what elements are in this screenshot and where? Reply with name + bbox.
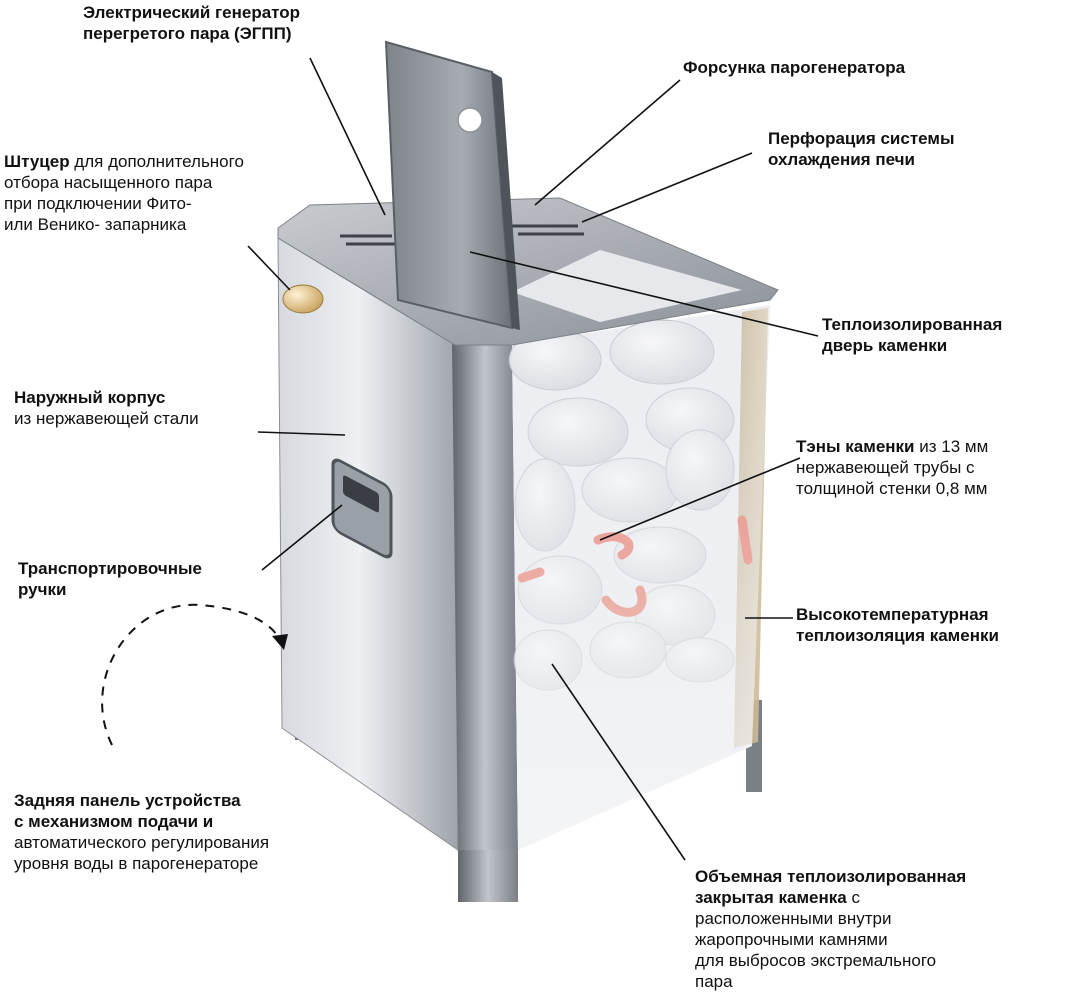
callout-text: расположенными внутри xyxy=(695,909,892,928)
callout-line: отбора насыщенного пара xyxy=(4,172,244,193)
callout-line: дверь каменки xyxy=(822,335,1002,356)
callout-text: Перфорация системы xyxy=(768,129,955,148)
callout-text: при подключении Фито- xyxy=(4,194,192,213)
callout-line: пара xyxy=(695,971,966,992)
front-corner-post xyxy=(452,340,518,850)
callout-text: Электрический генератор xyxy=(83,3,301,22)
callout-line: толщиной стенки 0,8 мм xyxy=(796,478,988,499)
callout-text: для дополнительного xyxy=(69,152,244,171)
callout-egpp: Электрический генератор перегретого пара … xyxy=(83,2,300,44)
callout-line: жаропрочными камнями xyxy=(695,929,966,950)
callout-line: ручки xyxy=(18,579,202,600)
door-knob xyxy=(457,107,483,133)
callout-text: дверь каменки xyxy=(822,336,948,355)
transport-handle xyxy=(331,458,393,559)
callout-line: теплоизоляция каменки xyxy=(796,625,999,646)
callout-line: Штуцер для дополнительного xyxy=(4,151,244,172)
callout-line: Транспортировочные xyxy=(18,558,202,579)
callout-line: Теплоизолированная xyxy=(822,314,1002,335)
callout-line: нержавеющей трубы с xyxy=(796,457,988,478)
callout-text: Наружный корпус xyxy=(14,388,166,407)
callout-line: автоматического регулирования xyxy=(14,832,269,853)
callout-text: Форсунка парогенератора xyxy=(683,58,906,77)
callout-text: из нержавеющей стали xyxy=(14,409,199,428)
callout-text: автоматического регулирования xyxy=(14,833,270,852)
callout-line: Тэны каменки из 13 мм xyxy=(796,436,988,457)
chamber-haze xyxy=(512,305,770,850)
callout-text: из 13 мм xyxy=(914,437,989,456)
callout-text: Теплоизолированная xyxy=(822,315,1003,334)
callout-line: расположенными внутри xyxy=(695,908,966,929)
callout-back-panel: Задняя панель устройства с механизмом под… xyxy=(14,790,269,874)
callout-text: с механизмом подачи и xyxy=(14,812,214,831)
callout-text: Тэны каменки xyxy=(796,437,915,456)
callout-line: Электрический генератор xyxy=(83,2,300,23)
callout-text: перегретого пара (ЭГПП) xyxy=(83,24,292,43)
callout-text: Транспортировочные xyxy=(18,559,202,578)
steam-fitting xyxy=(282,284,324,314)
callout-line: Форсунка парогенератора xyxy=(683,57,905,78)
callout-text: закрытая каменка xyxy=(695,888,847,907)
callout-insulation: Высокотемпературная теплоизоляция каменки xyxy=(796,604,999,646)
back-panel-arrow xyxy=(101,603,281,746)
callout-line: закрытая каменка с xyxy=(695,887,966,908)
callout-door: Теплоизолированная дверь каменки xyxy=(822,314,1002,356)
callout-line: Высокотемпературная xyxy=(796,604,999,625)
callout-line: Задняя панель устройства xyxy=(14,790,269,811)
perforation-slots xyxy=(340,224,584,246)
callout-text: для выбросов экстремального xyxy=(695,951,937,970)
top-opening xyxy=(512,250,742,322)
callout-text: ручки xyxy=(18,580,67,599)
door-edge xyxy=(492,72,520,330)
callout-text: нержавеющей трубы с xyxy=(796,458,975,477)
callout-text: Штуцер xyxy=(4,152,70,171)
callout-line: Объемная теплоизолированная xyxy=(695,866,966,887)
leader-lines xyxy=(247,57,819,861)
callout-nozzle: Форсунка парогенератора xyxy=(683,57,905,78)
callout-body: Наружный корпус из нержавеющей стали xyxy=(14,387,199,429)
callout-text: отбора насыщенного пара xyxy=(4,173,213,192)
callout-text: теплоизоляция каменки xyxy=(796,626,999,645)
callout-text: пара xyxy=(695,972,733,991)
callout-text: толщиной стенки 0,8 мм xyxy=(796,479,988,498)
callout-line: или Венико- запарника xyxy=(4,214,244,235)
back-panel-arrowhead xyxy=(272,634,288,650)
callout-line: Наружный корпус xyxy=(14,387,199,408)
callout-line: при подключении Фито- xyxy=(4,193,244,214)
callout-line: охлаждения печи xyxy=(768,149,955,170)
callout-line: Перфорация системы xyxy=(768,128,955,149)
callout-line: перегретого пара (ЭГПП) xyxy=(83,23,300,44)
callout-text: жаропрочными камнями xyxy=(695,930,888,949)
callout-text: Высокотемпературная xyxy=(796,605,989,624)
callout-text: с xyxy=(846,888,860,907)
callout-line: из нержавеющей стали xyxy=(14,408,199,429)
callout-handles: Транспортировочные ручки xyxy=(18,558,202,600)
callout-text: Задняя панель устройства xyxy=(14,791,241,810)
callout-text: Объемная теплоизолированная xyxy=(695,867,967,886)
callout-perforation: Перфорация системы охлаждения печи xyxy=(768,128,955,170)
callout-text: охлаждения печи xyxy=(768,150,915,169)
callout-line: для выбросов экстремального xyxy=(695,950,966,971)
callout-line: с механизмом подачи и xyxy=(14,811,269,832)
callout-line: уровня воды в парогенераторе xyxy=(14,853,269,874)
callout-text: уровня воды в парогенераторе xyxy=(14,854,259,873)
callout-text: или Венико- запарника xyxy=(4,215,187,234)
